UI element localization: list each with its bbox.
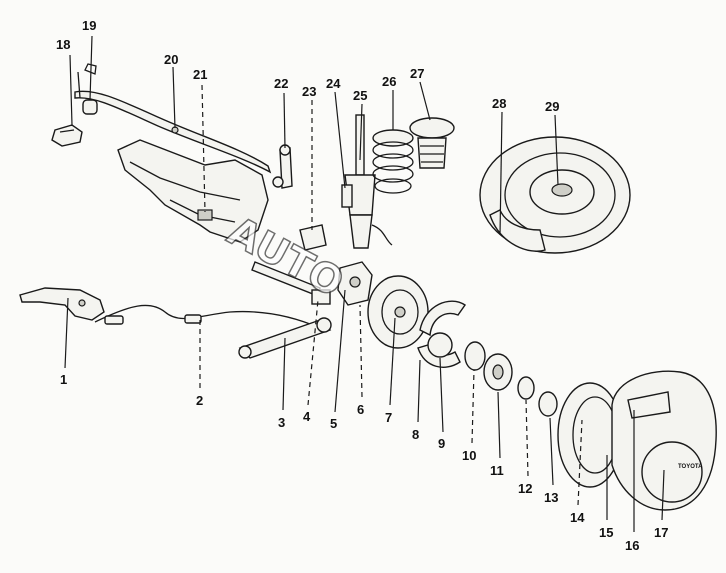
callout-25: 25 — [353, 88, 367, 103]
callout-6: 6 — [357, 402, 364, 417]
callout-24: 24 — [326, 76, 341, 91]
wheel-bearing — [517, 376, 535, 400]
stabilizer-bar — [74, 71, 272, 174]
callout-8: 8 — [412, 427, 419, 442]
dust-shield — [367, 275, 429, 349]
strut-rod — [251, 261, 331, 305]
callout-22: 22 — [274, 76, 288, 91]
callout-7: 7 — [385, 410, 392, 425]
brake-shoes — [417, 300, 466, 368]
callout-29: 29 — [545, 99, 559, 114]
rack-boot — [19, 287, 105, 321]
callout-1: 1 — [60, 372, 67, 387]
spare-tire — [479, 136, 631, 254]
callout-10: 10 — [462, 448, 476, 463]
callout-3: 3 — [278, 415, 285, 430]
suspension-crossmember — [117, 139, 269, 243]
callout-5: 5 — [330, 416, 337, 431]
stabilizer-bracket-left — [51, 124, 83, 147]
callout-4: 4 — [303, 409, 311, 424]
callout-26: 26 — [382, 74, 396, 89]
strut-upper-mount — [409, 117, 455, 169]
wheel-cap-logo: TOYOTA — [678, 464, 703, 470]
stabilizer-link — [272, 144, 293, 189]
callout-28: 28 — [492, 96, 506, 111]
callout-2: 2 — [196, 393, 203, 408]
callout-20: 20 — [164, 52, 178, 67]
callout-9: 9 — [438, 436, 445, 451]
callout-21: 21 — [193, 67, 207, 82]
road-wheel: TOYOTA — [611, 370, 717, 511]
callout-23: 23 — [302, 84, 316, 99]
callout-14: 14 — [570, 510, 585, 525]
callout-13: 13 — [544, 490, 558, 505]
axle-hub — [464, 341, 513, 391]
callout-17: 17 — [654, 525, 668, 540]
callout-16: 16 — [625, 538, 639, 553]
hub-nut — [538, 391, 558, 417]
coil-spring — [372, 129, 414, 194]
link-bracket — [299, 224, 327, 251]
watermark: AUTO — [220, 208, 351, 307]
steering-knuckle — [337, 261, 373, 306]
callout-27: 27 — [410, 66, 424, 81]
callout-11: 11 — [490, 463, 504, 478]
brake-hose — [94, 304, 321, 329]
callout-19: 19 — [82, 18, 96, 33]
callout-12: 12 — [518, 481, 532, 496]
leader-lines — [64, 35, 665, 532]
callout-18: 18 — [56, 37, 70, 52]
callout-15: 15 — [599, 525, 613, 540]
